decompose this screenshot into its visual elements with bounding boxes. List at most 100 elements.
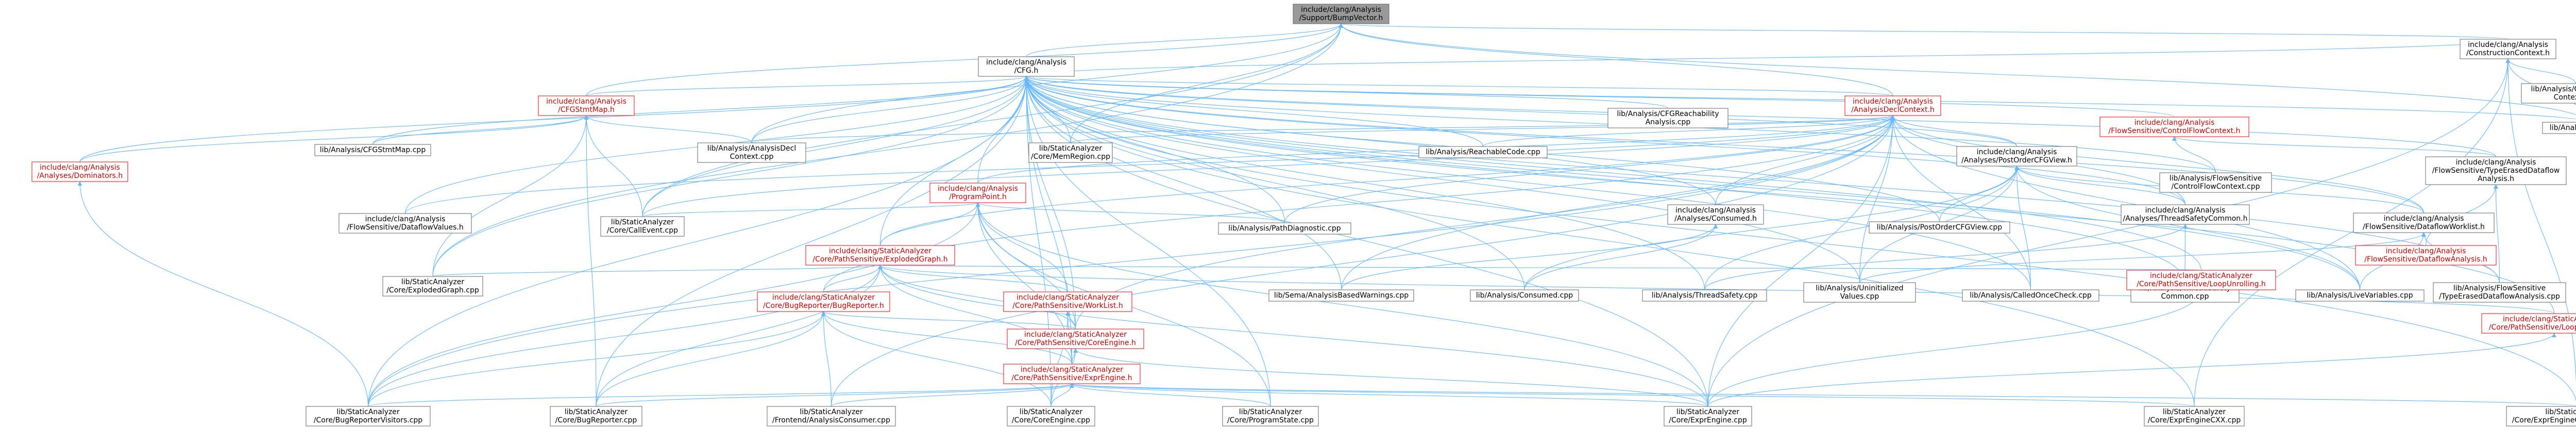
dependency-edge [1024,76,2425,214]
node-label: lib/StaticAnalyzer [565,408,628,416]
node-consumedh[interactable]: include/clang/Analysis/Analyses/Consumed… [1667,204,1764,225]
node-looploh[interactable]: include/clang/StaticAnalyzer/Core/PathSe… [2126,270,2276,290]
node-label: lib/StaticAnalyzer [1239,408,1302,416]
node-constrh[interactable]: include/clang/Analysis/ConstructionConte… [2460,39,2556,59]
node-label: lib/Analysis/FlowSensitive [2170,174,2262,183]
dependency-edge [432,76,1029,277]
node-fsdatavals[interactable]: include/clang/Analysis/FlowSensitive/Dat… [338,213,472,234]
dependency-edge [1707,58,2511,407]
node-cfgcpp[interactable]: lib/Analysis/CFG.cpp [2542,122,2576,134]
node-label: lib/Analysis/FlowSensitive [2453,284,2546,292]
node-consumedcpp[interactable]: lib/Analysis/Consumed.cpp [1470,289,1579,302]
node-label: /Core/PathSensitive/WorkList.h [1012,302,1123,310]
node-constrcpp[interactable]: lib/Analysis/ConstructionContext.cpp [2521,83,2576,104]
node-poch[interactable]: include/clang/Analysis/Analyses/PostOrde… [1956,146,2077,167]
node-label: Analysis.cpp [1646,118,1691,126]
node-bugvisitors[interactable]: lib/StaticAnalyzer/Core/BugReporterVisit… [306,406,431,427]
node-label: /Core/BugReporterVisitors.cpp [314,416,422,424]
node-typeerasedh[interactable]: include/clang/Analysis/FlowSensitive/Typ… [2425,156,2567,185]
node-tscommonh[interactable]: include/clang/Analysis/Analyses/ThreadSa… [2121,204,2250,225]
node-label: Context.cpp [2554,93,2576,102]
node-explodedgraphh[interactable]: include/clang/StaticAnalyzer/Core/PathSe… [805,245,955,266]
node-cfgh[interactable]: include/clang/Analysis/CFG.h [978,56,1075,77]
dependency-edge [2505,58,2576,84]
node-fscfch[interactable]: include/clang/Analysis/FlowSensitive/Con… [2099,117,2249,137]
node-exprengineh[interactable]: include/clang/StaticAnalyzer/Core/PathSe… [1003,364,1141,384]
dependency-edge [367,76,1029,407]
node-label: lib/StaticAnalyzer [1039,144,1103,153]
node-cfgstmtmaph[interactable]: include/clang/Analysis/CFGStmtMap.h [538,95,635,116]
node-adch[interactable]: include/clang/Analysis/AnalysisDeclConte… [1844,95,1941,116]
node-tscpp[interactable]: lib/Analysis/ThreadSafety.cpp [1642,289,1767,302]
dependency-edge [1707,333,2556,407]
node-label: include/clang/Analysis [2386,247,2466,255]
node-label: /Core/BugReporter/BugReporter.h [763,302,884,310]
node-box [1664,406,1752,427]
dependency-edge [1024,76,2576,120]
node-typeerasedcpp[interactable]: lib/Analysis/FlowSensitive/TypeErasedDat… [2433,282,2566,303]
node-pathdiag[interactable]: lib/Analysis/PathDiagnostic.cpp [1218,222,1351,235]
node-memregion[interactable]: lib/StaticAnalyzer/Core/MemRegion.cpp [1028,142,1113,163]
dependency-edge [1890,115,2018,147]
node-callevent[interactable]: lib/StaticAnalyzer/Core/CallEvent.cpp [600,216,685,237]
dependency-edge [1024,76,2195,407]
node-root[interactable]: include/clang/Analysis/Support/BumpVecto… [1293,4,1389,24]
node-calledonce[interactable]: lib/Analysis/CalledOnceCheck.cpp [1962,289,2099,302]
node-box [2099,117,2249,137]
node-label: /Core/PathSensitive/ExplodedGraph.h [812,255,947,264]
dependency-edge [1024,76,1052,407]
dependency-edge [596,311,826,407]
node-box [1003,291,1132,312]
node-exprenginecpp[interactable]: lib/StaticAnalyzer/Core/ExprEngine.cpp [1664,406,1752,427]
dependency-edge [1024,76,1271,407]
node-exprenginecxx[interactable]: lib/StaticAnalyzer/Core/ExprEngineCXX.cp… [2144,406,2245,427]
dependency-edge [432,115,589,277]
node-label: /ControlFlowContext.cpp [2171,183,2260,191]
node-label: /Core/ExprEngineCXX.cpp [2148,416,2241,424]
node-worklisth[interactable]: include/clang/Analysis/FlowSensitive/Dat… [2353,212,2495,233]
node-programpointh[interactable]: include/clang/Analysis/ProgramPoint.h [929,183,1026,203]
node-programstate[interactable]: lib/StaticAnalyzer/Core/ProgramState.cpp [1222,406,1319,427]
node-label: include/clang/Analysis [1853,97,1933,106]
dependency-edge [372,76,1029,145]
node-cfgstmtmapcpp[interactable]: lib/Analysis/CFGStmtMap.cpp [314,144,431,156]
node-worklistpsh[interactable]: include/clang/StaticAnalyzer/Core/PathSe… [1003,291,1132,312]
dependency-edge [831,383,1074,407]
node-bugreporterh[interactable]: include/clang/StaticAnalyzer/Core/BugRep… [757,291,890,312]
node-label: lib/Analysis/CFGReachability [1617,110,1719,118]
node-reachcode[interactable]: lib/Analysis/ReachableCode.cpp [1418,146,1548,158]
dependency-edge [596,383,1074,407]
dependency-edge [831,115,1895,407]
node-pocfgcpp[interactable]: lib/Analysis/PostOrderCFGView.cpp [1869,221,2010,234]
dependency-edge [1024,76,1525,290]
node-coreenginecpp[interactable]: lib/StaticAnalyzer/Core/CoreEngine.cpp [1007,406,1095,427]
node-label: /Core/ExprEngine.cpp [1669,416,1747,424]
dependency-edge [586,76,1029,96]
node-label: lib/StaticAnalyzer [611,218,674,226]
node-dominatorsh[interactable]: include/clang/Analysis/Analyses/Dominato… [31,161,128,182]
node-box [550,406,642,427]
node-label: /FlowSensitive/TypeErasedDataflow [2432,167,2560,175]
node-fscfccpp[interactable]: lib/Analysis/FlowSensitive/ControlFlowCo… [2159,172,2272,193]
dependency-edge [2172,136,2216,173]
node-fsanalysish[interactable]: include/clang/Analysis/FlowSensitive/Dat… [2355,245,2497,266]
node-exprenginecall[interactable]: lib/StaticAnalyzer/Core/ExprEngineCallAn… [2506,406,2576,427]
node-label: include/clang/StaticAnalyzer [2150,272,2252,280]
node-box [697,142,806,163]
node-analysisbased[interactable]: lib/Sema/AnalysisBasedWarnings.cpp [1268,289,1414,302]
dependency-edge [878,265,1069,292]
node-frontendconsumer[interactable]: lib/StaticAnalyzer/Frontend/AnalysisCons… [767,406,896,427]
node-loopwidh[interactable]: include/clang/StaticAnalyzer/Core/PathSe… [2481,313,2576,334]
dependency-edge [1707,115,1895,407]
node-label: include/clang/StaticAnalyzer [1024,331,1127,339]
node-livevars[interactable]: lib/Analysis/LiveVariables.cpp [2295,289,2425,302]
node-explodedgraphcpp[interactable]: lib/StaticAnalyzer/Core/ExplodedGraph.cp… [382,276,483,297]
node-adccpp[interactable]: lib/Analysis/AnalysisDeclContext.cpp [697,142,806,163]
node-bugreportercpp[interactable]: lib/StaticAnalyzer/Core/BugReporter.cpp [550,406,642,427]
node-box [2121,204,2250,225]
node-coreengineh[interactable]: include/clang/StaticAnalyzer/Core/PathSe… [1007,329,1144,349]
node-label: lib/Analysis/LiveVariables.cpp [2307,291,2413,300]
node-label: /CFGStmtMap.h [558,106,615,114]
